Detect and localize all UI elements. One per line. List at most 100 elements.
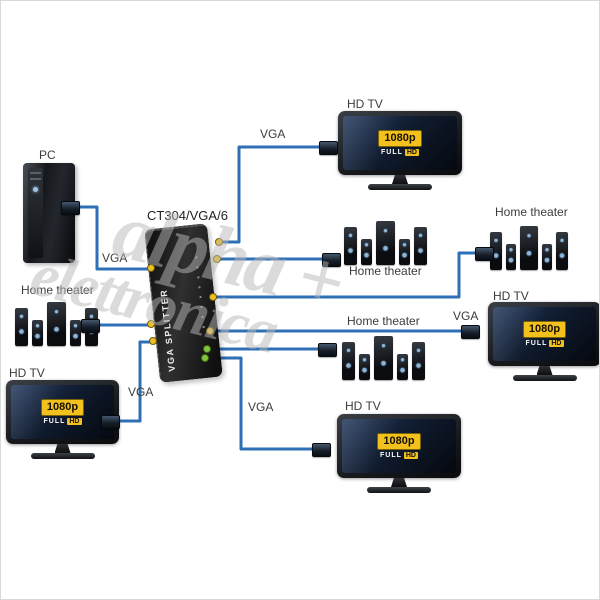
resolution-badge: 1080p xyxy=(377,433,421,450)
pc-power-button-icon xyxy=(33,187,38,192)
speaker xyxy=(413,227,427,265)
speaker xyxy=(343,227,357,265)
hdtv-top: 1080p FULL HD xyxy=(338,111,462,190)
speaker xyxy=(69,320,81,346)
hd-text: HD xyxy=(404,149,419,156)
pc-drive-slot xyxy=(30,172,41,174)
pc-drive-slot xyxy=(30,178,41,180)
splitter-port xyxy=(149,337,157,345)
hd-text: HD xyxy=(549,340,564,347)
speaker xyxy=(506,244,517,270)
fullhd-label: FULL HD xyxy=(380,452,418,459)
home-theater-mid-label: Home theater xyxy=(349,264,422,278)
pc-tower xyxy=(23,163,75,263)
home-theater-right xyxy=(490,222,568,270)
hdtv-bottom-label: HD TV xyxy=(345,399,381,413)
vga-plug-icon xyxy=(61,201,80,215)
vga-plug-icon xyxy=(319,141,338,155)
tv-stand-neck xyxy=(54,444,71,453)
speaker xyxy=(520,226,538,270)
vga-plug-icon xyxy=(322,253,341,267)
tv-stand-base xyxy=(512,375,577,381)
speaker xyxy=(396,354,408,380)
tv-screen: 1080p FULL HD xyxy=(342,419,456,473)
wire-splitter-to-hdtv-top xyxy=(217,145,329,244)
full-text: FULL xyxy=(379,452,402,459)
full-text: FULL xyxy=(525,340,548,347)
hdtv-right-label: HD TV xyxy=(493,289,529,303)
tv-stand-base xyxy=(368,184,432,190)
vga-plug-icon xyxy=(101,415,120,429)
tv-bezel: 1080p FULL HD xyxy=(337,414,461,478)
hdtv-bottom: 1080p FULL HD xyxy=(337,414,461,493)
wire-splitter-to-hdtv-bottom xyxy=(203,356,323,451)
home-theater-mid-bottom xyxy=(338,332,428,380)
pc-label: PC xyxy=(39,148,56,162)
splitter-port xyxy=(147,320,155,328)
hd-text: HD xyxy=(67,418,82,425)
vga-label: VGA xyxy=(260,127,286,141)
vga-plug-icon xyxy=(461,325,480,339)
tv-stand-neck xyxy=(536,366,553,375)
speaker xyxy=(14,308,28,346)
resolution-badge: 1080p xyxy=(522,321,567,338)
speaker xyxy=(541,244,552,270)
splitter-port xyxy=(209,293,217,301)
home-theater-mid-bottom-label: Home theater xyxy=(347,314,420,328)
splitter-port xyxy=(206,327,214,335)
splitter-port xyxy=(213,255,221,263)
speaker xyxy=(398,239,410,265)
speaker xyxy=(411,342,425,380)
vga-label: VGA xyxy=(102,251,128,265)
speaker xyxy=(341,342,355,380)
splitter-model-label: CT304/VGA/6 xyxy=(147,208,228,223)
wire-pc-to-splitter xyxy=(75,205,155,271)
vga-label: VGA xyxy=(248,400,274,414)
resolution-badge: 1080p xyxy=(378,130,422,147)
vga-plug-icon xyxy=(475,247,494,261)
home-theater-right-label: Home theater xyxy=(495,205,568,219)
speaker xyxy=(375,221,395,265)
splitter-product-label: VGA SPLITTER xyxy=(158,288,178,373)
speaker xyxy=(555,232,568,270)
speaker xyxy=(358,354,370,380)
full-text: FULL xyxy=(43,418,66,425)
fullhd-label: FULL HD xyxy=(43,418,82,425)
hdtv-right: 1080p FULL HD xyxy=(488,302,599,381)
pc-front-panel xyxy=(28,168,43,258)
tv-stand-base xyxy=(30,453,95,459)
vga-label: VGA xyxy=(128,385,154,399)
tv-stand-neck xyxy=(392,175,408,184)
fullhd-label: FULL HD xyxy=(381,149,419,156)
speaker xyxy=(373,336,393,380)
wire-splitter-to-home-theater-right xyxy=(211,251,485,299)
resolution-badge: 1080p xyxy=(40,399,85,416)
tv-bezel: 1080p FULL HD xyxy=(6,380,119,444)
splitter-port xyxy=(215,238,223,246)
fullhd-label: FULL HD xyxy=(525,340,564,347)
tv-bezel: 1080p FULL HD xyxy=(338,111,462,175)
hdtv-bottom-left-label: HD TV xyxy=(9,366,45,380)
vga-plug-icon xyxy=(318,343,337,357)
splitter-port xyxy=(201,354,209,362)
tv-stand-neck xyxy=(391,478,407,487)
speaker xyxy=(31,320,43,346)
tv-screen: 1080p FULL HD xyxy=(11,385,114,439)
speaker xyxy=(360,239,372,265)
splitter-detail-lines xyxy=(195,256,206,333)
splitter-port xyxy=(203,345,211,353)
tv-bezel: 1080p FULL HD xyxy=(488,302,599,366)
vga-label: VGA xyxy=(453,309,479,323)
home-theater-mid xyxy=(339,217,431,265)
speaker xyxy=(46,302,66,346)
hdtv-top-label: HD TV xyxy=(347,97,383,111)
hd-text: HD xyxy=(403,452,418,459)
vga-plug-icon xyxy=(81,319,100,333)
vga-plug-icon xyxy=(312,443,331,457)
splitter-port xyxy=(147,264,155,272)
full-text: FULL xyxy=(380,149,403,156)
home-theater-left-label: Home theater xyxy=(21,283,94,297)
hdtv-bottom-left: 1080p FULL HD xyxy=(6,380,119,459)
